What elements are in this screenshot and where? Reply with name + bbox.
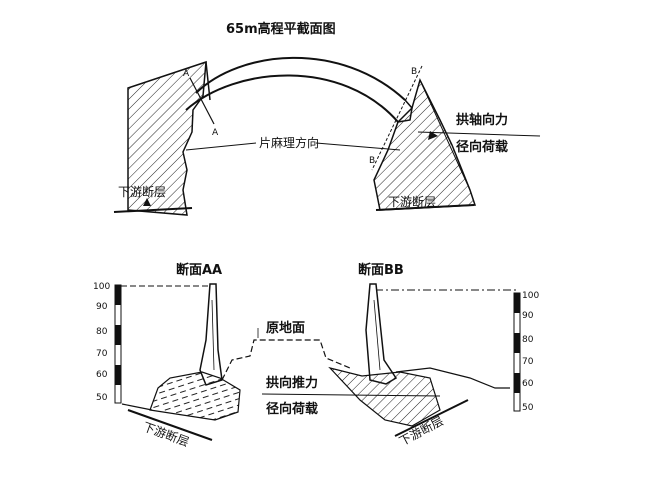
aa-scale-seg [115, 325, 121, 345]
plan-view: A A B B 片麻理方向 拱轴向力 径向荷载 下游断层 下游断层 [113, 56, 541, 216]
section-thrust-leader [261, 393, 441, 397]
original-ground-profile [221, 339, 351, 381]
section-line-aa [189, 77, 215, 125]
foliation-leader-right [315, 142, 401, 151]
aa-scale-seg [115, 365, 121, 385]
bb-tick-100: 100 [522, 291, 539, 301]
section-aa-title: 断面AA [176, 262, 222, 278]
right-fault-label: 下游断层 [388, 194, 436, 209]
aa-tick-60: 60 [96, 370, 108, 380]
bb-downstream-ground [395, 367, 510, 389]
plan-thrust-label: 拱轴向力 [456, 112, 508, 128]
section-aa: 断面AA 100 90 80 70 60 50 下游断层 [93, 262, 241, 449]
bb-tick-60: 60 [522, 379, 534, 389]
bb-scale-seg [514, 293, 520, 313]
bb-scale-seg [514, 373, 520, 393]
section-bb-title: 断面BB [358, 262, 404, 278]
aa-rock-mass [149, 371, 241, 421]
aa-upstream-ground [121, 403, 153, 411]
arrow-right-icon [428, 131, 438, 140]
diagram-title: 65m高程平截面图 [226, 21, 336, 37]
bb-tick-70: 70 [522, 357, 534, 367]
bb-scale-seg [514, 333, 520, 353]
bb-tick-80: 80 [522, 335, 534, 345]
bb-dam-hatch [373, 299, 381, 371]
ground-label: 原地面 [266, 320, 305, 336]
aa-tick-50: 50 [96, 393, 108, 403]
left-fault-label: 下游断层 [118, 184, 166, 199]
aa-dam-hatch [211, 299, 215, 371]
marker-b-bottom: B [369, 156, 375, 166]
right-abutment-edge [419, 79, 471, 191]
marker-a-bottom: A [212, 128, 219, 138]
foliation-label: 片麻理方向 [259, 135, 319, 150]
bb-tick-50: 50 [522, 403, 534, 413]
section-bb: 断面BB 100 90 80 70 60 50 下游断层 [328, 262, 539, 449]
section-thrust-label: 拱向推力 [266, 375, 318, 391]
section-radial-label: 径向荷载 [266, 401, 318, 417]
left-abutment-rock [127, 60, 207, 216]
aa-scale-seg [115, 285, 121, 305]
aa-tick-80: 80 [96, 327, 108, 337]
foliation-leader-left [185, 142, 257, 151]
bb-dam-section [365, 283, 398, 385]
section-line-bb [371, 65, 423, 171]
left-fault-line [113, 207, 193, 213]
aa-dam-section [199, 283, 223, 386]
aa-tick-100: 100 [93, 282, 110, 292]
aa-tick-70: 70 [96, 349, 108, 359]
arrow-up-icon [143, 198, 151, 206]
bb-tick-90: 90 [522, 311, 534, 321]
plan-radial-label: 径向荷载 [456, 139, 508, 155]
thrust-leader [417, 131, 541, 137]
right-fault-line [375, 204, 475, 211]
bb-fault-line [394, 399, 469, 437]
aa-tick-90: 90 [96, 302, 108, 312]
arch-inner [185, 74, 399, 123]
aa-fault-line [127, 409, 213, 441]
marker-a-top: A [183, 69, 190, 79]
bb-rock-mass [328, 366, 441, 427]
marker-b-top: B [411, 67, 417, 77]
arch-outer [195, 56, 406, 101]
